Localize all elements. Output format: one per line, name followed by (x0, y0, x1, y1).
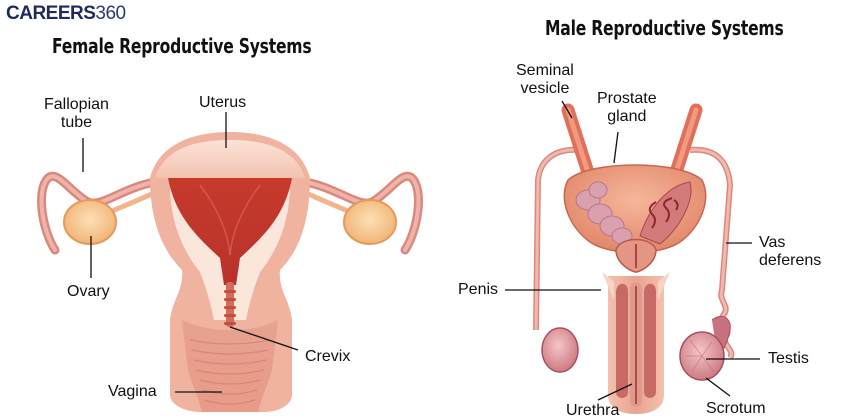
logo-brand: CAREERS (6, 3, 96, 24)
label-uterus: Uterus (199, 94, 247, 111)
label-vas-deferens: Vas deferens (759, 234, 821, 270)
label-fallopian-tube-line1: Fallopian (44, 96, 109, 113)
label-fallopian-tube-line2: tube (60, 114, 93, 131)
label-fallopian-tube: Fallopian tube (44, 96, 109, 132)
label-vagina: Vagina (108, 383, 157, 400)
label-seminal-vesicle: Seminal vesicle (516, 62, 574, 98)
label-scrotum: Scrotum (706, 400, 766, 417)
female-diagram-title: Female Reproductive Systems (52, 34, 312, 58)
label-prostate-gland: Prostate gland (597, 90, 657, 126)
label-prostate-gland-line1: Prostate (597, 90, 657, 107)
label-seminal-vesicle-line1: Seminal (516, 62, 574, 79)
label-testis: Testis (768, 350, 809, 367)
label-ovary: Ovary (67, 283, 110, 300)
label-prostate-gland-line2: gland (607, 108, 647, 125)
male-diagram-title: Male Reproductive Systems (545, 16, 784, 40)
label-penis: Penis (458, 281, 499, 298)
male-illustration (505, 100, 760, 414)
logo-number: 360 (95, 3, 126, 24)
label-vas-deferens-line2: deferens (759, 252, 822, 269)
label-vas-deferens-line1: Vas (759, 234, 786, 251)
label-urethra: Urethra (566, 402, 620, 419)
label-seminal-vesicle-line2: vesicle (520, 80, 570, 97)
careers360-logo: CAREERS360 (6, 3, 126, 25)
label-cervix: Crevix (305, 348, 351, 365)
female-illustration (37, 112, 423, 412)
